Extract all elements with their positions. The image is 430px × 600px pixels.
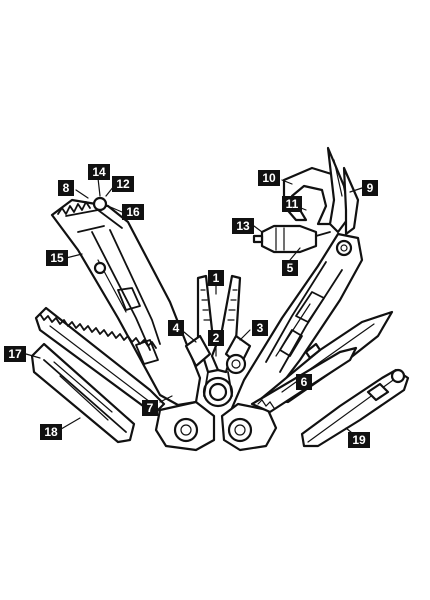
callout-19: 19: [348, 432, 370, 448]
svg-text:13: 13: [236, 219, 250, 233]
svg-text:14: 14: [92, 165, 106, 179]
callout-2: 2: [208, 330, 224, 346]
hook-and-blades: [282, 146, 360, 236]
callout-9: 9: [362, 180, 378, 196]
svg-text:1: 1: [213, 271, 220, 285]
pliers: [184, 274, 252, 408]
callout-14: 14: [88, 164, 110, 180]
svg-text:12: 12: [116, 177, 130, 191]
callout-15: 15: [46, 250, 68, 266]
svg-text:16: 16: [126, 205, 140, 219]
svg-text:3: 3: [257, 321, 264, 335]
bit-driver: [252, 224, 331, 254]
svg-text:2: 2: [213, 331, 220, 345]
callout-18: 18: [40, 424, 62, 440]
callout-17: 17: [4, 346, 26, 362]
svg-text:10: 10: [262, 171, 276, 185]
callout-16: 16: [122, 204, 144, 220]
svg-text:15: 15: [50, 251, 64, 265]
svg-text:5: 5: [287, 261, 294, 275]
callout-10: 10: [258, 170, 280, 186]
svg-text:17: 17: [8, 347, 22, 361]
svg-text:19: 19: [352, 433, 366, 447]
callout-11: 11: [282, 196, 302, 212]
svg-text:9: 9: [367, 181, 374, 195]
pivot-base: [154, 400, 278, 452]
callout-13: 13: [232, 218, 254, 234]
saw-blade: [34, 306, 166, 416]
callout-6: 6: [296, 374, 312, 390]
file-tool: [30, 342, 136, 444]
callout-3: 3: [252, 320, 268, 336]
svg-text:7: 7: [147, 401, 154, 415]
callout-12: 12: [112, 176, 134, 192]
callout-8: 8: [58, 180, 74, 196]
svg-text:18: 18: [44, 425, 58, 439]
left-handle: [50, 196, 202, 407]
callout-5: 5: [282, 260, 298, 276]
svg-text:11: 11: [286, 197, 299, 211]
pocket-clip: [300, 368, 410, 448]
svg-text:6: 6: [301, 375, 308, 389]
svg-text:4: 4: [173, 321, 180, 335]
callout-7: 7: [142, 400, 158, 416]
callout-4: 4: [168, 320, 184, 336]
svg-text:8: 8: [63, 181, 70, 195]
callout-1: 1: [208, 270, 224, 286]
